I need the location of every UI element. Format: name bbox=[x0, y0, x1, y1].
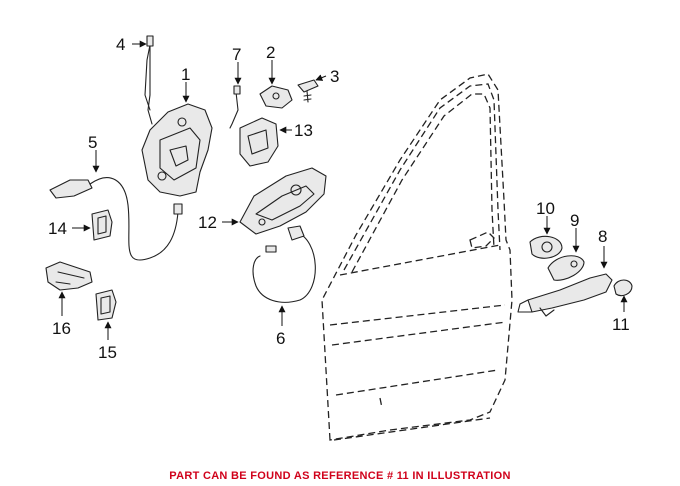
callout-6: 6 bbox=[276, 329, 285, 348]
callout-15: 15 bbox=[98, 343, 117, 362]
handle-carrier bbox=[239, 167, 327, 235]
callout-2: 2 bbox=[266, 43, 275, 62]
lock-cylinder-cap bbox=[529, 235, 563, 259]
callout-13: 13 bbox=[294, 121, 313, 140]
callout-12: 12 bbox=[198, 213, 217, 232]
leader-lines bbox=[58, 40, 628, 340]
striker-bracket bbox=[259, 85, 293, 109]
door-check bbox=[45, 261, 93, 291]
callout-8: 8 bbox=[598, 227, 607, 246]
lock-cylinder bbox=[613, 279, 633, 297]
lock-rod bbox=[146, 35, 154, 125]
screw bbox=[297, 79, 319, 103]
callout-7: 7 bbox=[232, 45, 241, 64]
door-lock-actuator bbox=[141, 44, 213, 197]
callout-labels: 1 2 3 4 5 6 7 8 9 10 11 12 13 14 15 16 bbox=[48, 35, 630, 362]
callout-1: 1 bbox=[181, 65, 190, 84]
rod-clip bbox=[229, 85, 241, 129]
callout-3: 3 bbox=[330, 67, 339, 86]
outside-cable bbox=[49, 177, 183, 261]
handle-cap bbox=[547, 255, 585, 281]
callout-9: 9 bbox=[570, 211, 579, 230]
callout-5: 5 bbox=[88, 133, 97, 152]
callout-11: 11 bbox=[612, 315, 630, 334]
hinge-lower bbox=[95, 289, 117, 321]
hinge-upper bbox=[91, 209, 113, 241]
handle-bracket bbox=[239, 117, 279, 167]
inside-cable bbox=[252, 225, 316, 303]
callout-14: 14 bbox=[48, 219, 67, 238]
outside-door-handle bbox=[517, 273, 613, 317]
door-shell bbox=[321, 73, 513, 441]
reference-note: PART CAN BE FOUND AS REFERENCE # 11 IN I… bbox=[169, 470, 511, 482]
callout-10: 10 bbox=[536, 199, 555, 218]
callout-16: 16 bbox=[52, 319, 71, 338]
callout-4: 4 bbox=[116, 35, 125, 54]
